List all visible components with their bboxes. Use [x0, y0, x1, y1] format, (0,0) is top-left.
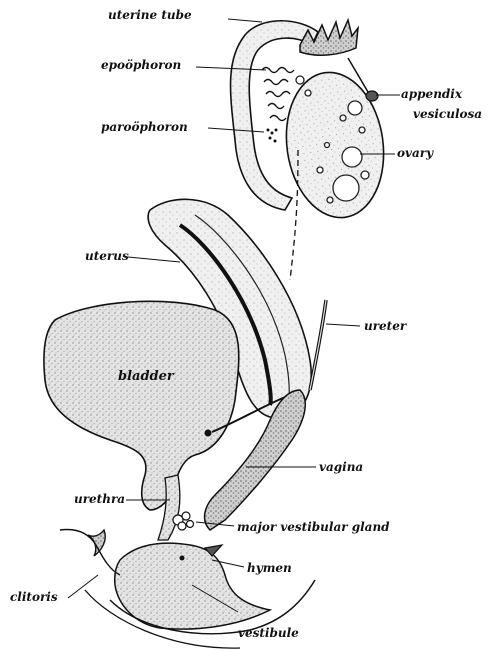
label-appendix: appendix: [401, 87, 463, 101]
label-uterine-tube: uterine tube: [108, 8, 192, 22]
label-urethra: urethra: [74, 492, 125, 506]
label-clitoris: clitoris: [10, 590, 58, 604]
appendix-vesiculosa-shape: [366, 91, 378, 101]
label-paroophoron: paroöphoron: [101, 120, 188, 134]
clitoris-shape: [88, 530, 105, 556]
label-vesiculosa: vesiculosa: [413, 107, 482, 121]
label-vagina: vagina: [319, 460, 363, 474]
bladder-shape: [44, 301, 239, 510]
label-major-vestibular-gland: major vestibular gland: [237, 520, 390, 534]
vestibule-shape: [115, 543, 270, 629]
label-ureter: ureter: [364, 319, 408, 333]
ureteric-orifice: [205, 430, 212, 437]
ovary-shape: [277, 66, 392, 224]
label-ovary: ovary: [397, 146, 434, 160]
label-epoophoron: epoöphoron: [101, 58, 181, 72]
label-uterus: uterus: [85, 249, 129, 263]
paroophoron-dots: [267, 129, 278, 143]
fimbriae-shape: [300, 20, 358, 55]
label-bladder: bladder: [118, 369, 175, 384]
label-hymen: hymen: [247, 561, 292, 575]
vestibule-dot: [180, 556, 185, 561]
label-vestibule: vestibule: [238, 626, 299, 640]
